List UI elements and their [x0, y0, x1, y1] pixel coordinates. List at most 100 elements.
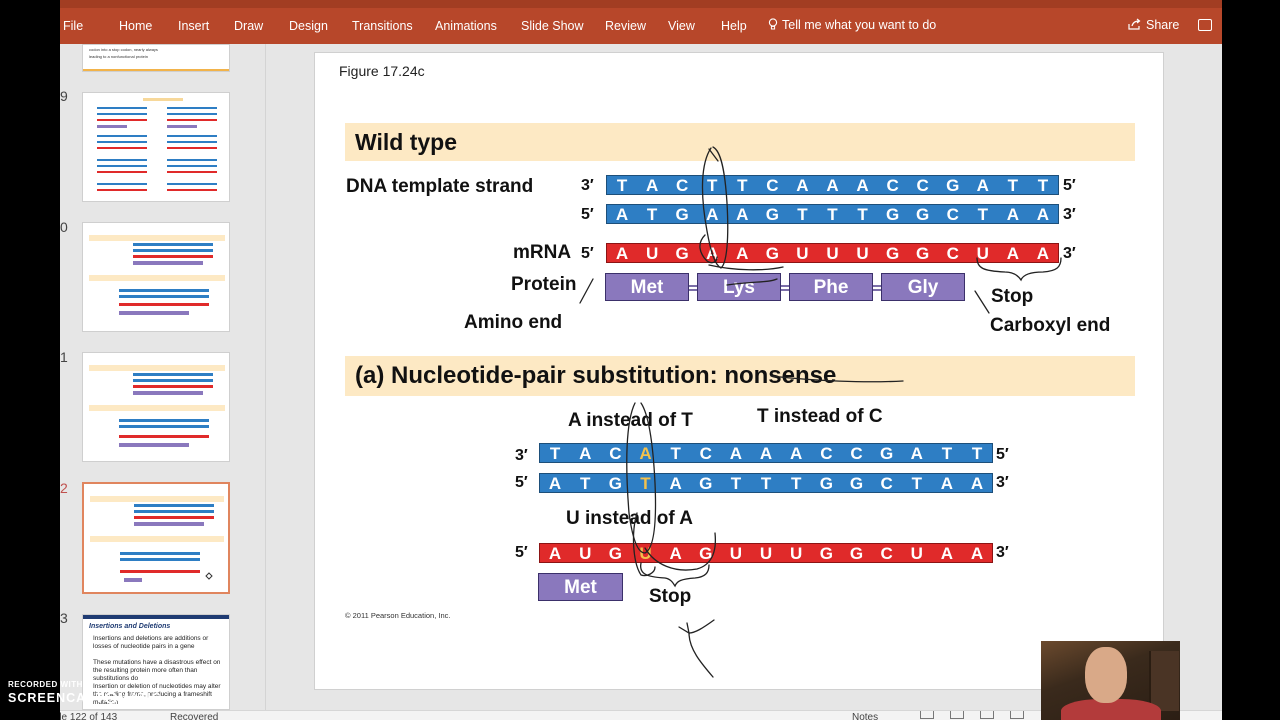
share-button[interactable]: Share: [1128, 18, 1179, 32]
a-instead-of-t-label: A instead of T: [568, 410, 693, 431]
nucleotide: G: [608, 544, 622, 563]
nucleotide: A: [759, 444, 773, 463]
nucleotide: A: [1036, 244, 1050, 263]
nucleotide: T: [640, 474, 651, 493]
right-black-bar: [1222, 0, 1280, 720]
nucleotide: T: [670, 444, 681, 463]
slide-thumbnail-12-selected[interactable]: [82, 482, 230, 594]
nucleotide: A: [706, 244, 719, 263]
nucleotide: G: [699, 474, 713, 493]
slide-thumbnail-9[interactable]: [82, 92, 230, 202]
tab-draw[interactable]: Draw: [234, 19, 264, 33]
nucleotide: U: [639, 544, 652, 563]
slideshow-icon[interactable]: [1010, 711, 1024, 719]
tell-me-box[interactable]: Tell me what you want to do: [768, 18, 936, 32]
nucleotide: C: [916, 176, 929, 195]
nucleotide: G: [849, 474, 864, 493]
peptide-bond: [689, 285, 697, 291]
nucleotide: T: [827, 205, 838, 224]
stop-label: Stop: [991, 286, 1034, 307]
amino-end-label: Amino end: [464, 312, 563, 333]
thumb-title: Insertions and Deletions: [89, 623, 171, 630]
tab-design[interactable]: Design: [289, 19, 328, 33]
thumbnail-preview: [97, 98, 217, 191]
tab-file[interactable]: File: [63, 19, 84, 33]
end-label: 5′: [581, 206, 594, 223]
nucleotide: U: [759, 544, 773, 563]
slide-number: 2: [60, 480, 68, 496]
nucleotide: G: [819, 544, 833, 563]
nucleotide: T: [911, 474, 922, 493]
slide-thumbnail-8[interactable]: codon into a stop codon, nearly always l…: [82, 44, 230, 72]
nucleotide: G: [946, 176, 960, 195]
slide-thumbnail-13[interactable]: Insertions and Deletions Insertions and …: [82, 614, 230, 710]
nucleotide: U: [579, 544, 592, 563]
end-label: 3′: [1063, 245, 1076, 262]
slide-editing-canvas[interactable]: Figure 17.24c Wild type DNA template str…: [266, 44, 1222, 710]
tab-home[interactable]: Home: [119, 19, 153, 33]
reading-view-icon[interactable]: [980, 711, 994, 719]
nucleotide: U: [729, 544, 743, 563]
nonsense-banner: (a) Nucleotide-pair substitution: nonsen…: [345, 356, 1135, 396]
nucleotide: C: [880, 474, 893, 493]
nucleotide: U: [790, 544, 803, 563]
nucleotide: A: [615, 205, 629, 224]
nucleotide: T: [1037, 176, 1049, 195]
nonsense-title: (a) Nucleotide-pair substitution: nonsen…: [355, 362, 836, 390]
slide-thumbnail-11[interactable]: [82, 352, 230, 462]
slide-sorter-icon[interactable]: [950, 711, 964, 719]
watermark-recorded: RECORDED WITH: [8, 680, 83, 689]
comments-icon[interactable]: [1198, 19, 1212, 31]
slide-number: 1: [60, 349, 68, 365]
tab-help[interactable]: Help: [721, 19, 747, 33]
carboxyl-end-label: Carboxyl end: [990, 315, 1111, 336]
nucleotide: A: [1036, 205, 1050, 224]
nucleotide: G: [675, 244, 689, 263]
nucleotide: T: [941, 444, 953, 463]
nucleotide: G: [849, 544, 864, 563]
tab-animations[interactable]: Animations: [435, 19, 497, 33]
status-bar: de 122 of 143 Recovered Notes: [60, 710, 1222, 720]
u-instead-of-a-label: U instead of A: [566, 508, 694, 529]
slide-thumbnail-10[interactable]: [82, 222, 230, 332]
tab-slide-show[interactable]: Slide Show: [521, 19, 584, 33]
nucleotide: G: [916, 244, 930, 263]
nucleotide: A: [669, 474, 682, 493]
normal-view-icon[interactable]: [920, 711, 934, 719]
amino-acid-phe: Phe: [789, 273, 873, 301]
nucleotide: T: [977, 205, 988, 224]
tab-view[interactable]: View: [668, 19, 695, 33]
tab-review[interactable]: Review: [605, 19, 646, 33]
nucleotide: C: [699, 444, 712, 463]
nucleotide: A: [736, 244, 749, 263]
watermark-logo-icon: [105, 692, 118, 704]
end-label: 5′: [581, 245, 594, 262]
nucleotide: U: [976, 244, 989, 263]
notes-button[interactable]: Notes: [852, 712, 879, 720]
tell-me-text: Tell me what you want to do: [782, 18, 937, 32]
nonsense-word: nonsense: [724, 362, 837, 389]
slide-thumbnail-pane[interactable]: codon into a stop codon, nearly always l…: [60, 44, 266, 710]
end-label: 3′: [996, 544, 1009, 561]
thumb-bullet: Insertion or deletion of nucleotides may…: [93, 683, 221, 706]
left-black-bar: [0, 0, 60, 720]
thumb-caption-line: leading to a nonfunctional protein: [89, 54, 148, 59]
stop-label: Stop: [649, 586, 692, 607]
nucleotide: C: [850, 444, 863, 463]
nucleotide: T: [549, 444, 561, 463]
thumbnail-preview: [90, 496, 224, 582]
nucleotide: T: [580, 474, 591, 493]
current-slide[interactable]: Figure 17.24c Wild type DNA template str…: [314, 52, 1164, 690]
nucleotide: T: [707, 176, 718, 195]
ribbon: File Home Insert Draw Design Transitions Anima…: [60, 0, 1222, 44]
nucleotide: T: [1007, 176, 1019, 195]
nucleotide: U: [826, 244, 839, 263]
tab-insert[interactable]: Insert: [178, 19, 210, 33]
nucleotide: T: [616, 176, 628, 195]
nucleotide: C: [886, 176, 899, 195]
tab-transitions[interactable]: Transitions: [352, 19, 413, 33]
